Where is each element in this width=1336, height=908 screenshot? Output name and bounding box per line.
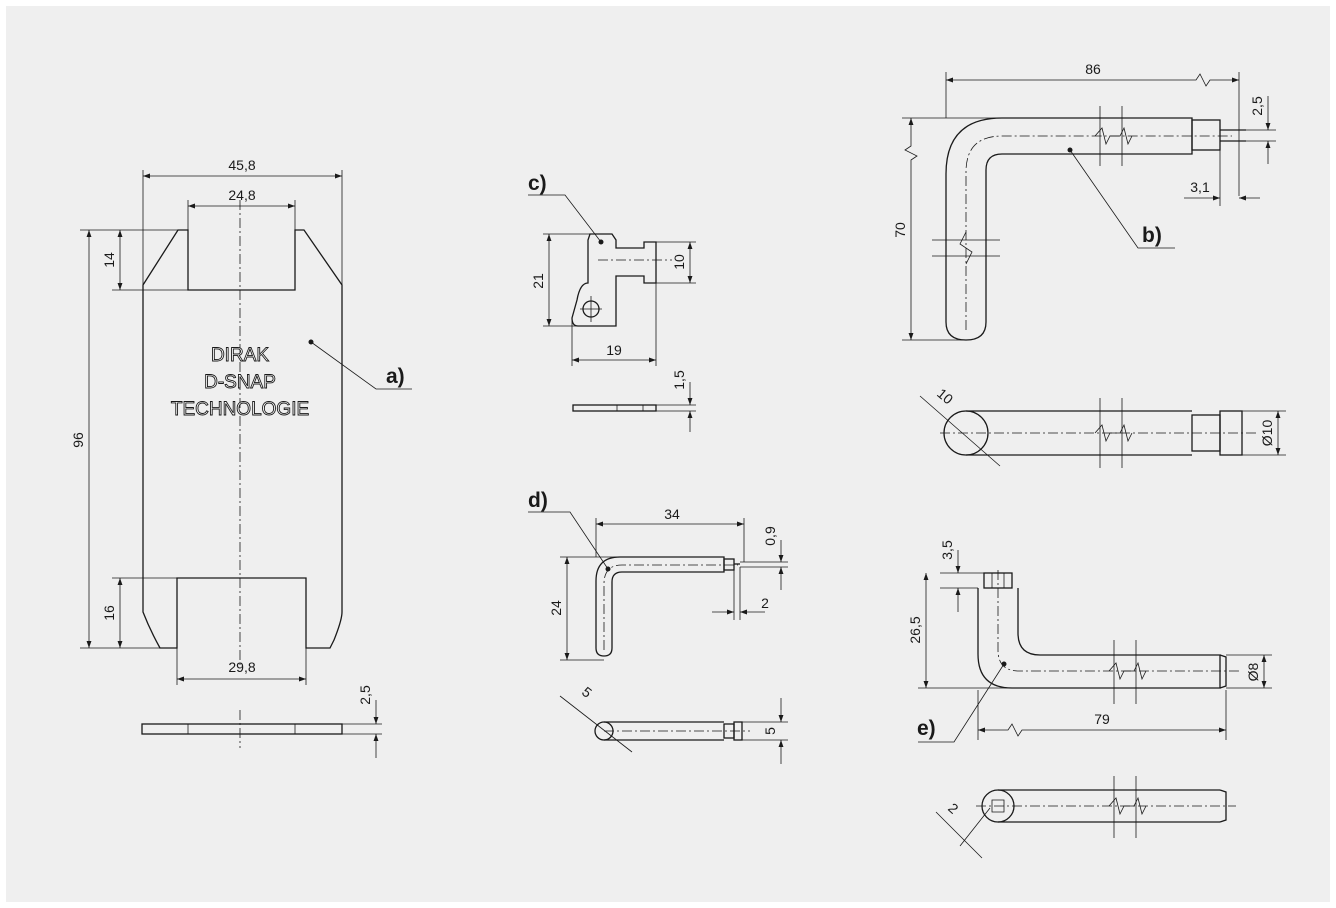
- dim-a-bottom-depth: 16: [101, 605, 117, 621]
- label-e: e): [917, 717, 936, 740]
- part-a-outline: [142, 229, 343, 649]
- dim-d-height: 24: [548, 600, 564, 616]
- dim-a-top-depth: 14: [101, 252, 117, 268]
- dim-c-height: 21: [530, 273, 546, 289]
- dim-a-thickness: 2,5: [357, 685, 373, 705]
- dim-d-pin: 0,9: [762, 526, 778, 546]
- part-d-outline: [595, 556, 725, 657]
- dim-d-end: 5: [762, 727, 778, 735]
- engraving-line-3: TECHNOLOGIE: [171, 399, 309, 420]
- dim-c-right: 10: [671, 254, 687, 270]
- part-a: DIRAK D-SNAP TECHNOLOGIE a) 45,8 24,8 96…: [70, 157, 412, 758]
- engraving-line-2: D-SNAP: [204, 372, 276, 393]
- part-c: c) 21 10 19 1,5: [528, 172, 696, 432]
- dim-a-height: 96: [70, 432, 86, 448]
- dim-a-bottom-slot: 29,8: [228, 659, 255, 675]
- label-c: c): [528, 172, 547, 195]
- dim-c-thickness: 1,5: [671, 370, 687, 390]
- part-b: b) 86 70 2,5 3,1 10 Ø10: [892, 61, 1286, 468]
- dim-d-width: 34: [664, 506, 680, 522]
- drawing-sheet: [6, 6, 1330, 902]
- dim-b-tip: 3,1: [1190, 179, 1210, 195]
- dim-d-tip: 2: [761, 595, 769, 611]
- dim-d-diameter: 5: [579, 683, 595, 701]
- label-b: b): [1142, 224, 1162, 247]
- dim-e-height: 26,5: [907, 616, 923, 643]
- dim-a-top-slot: 24,8: [228, 187, 255, 203]
- part-d: d) 34 24 0,9 2 5: [528, 489, 788, 764]
- part-a-side-view: [141, 723, 343, 735]
- label-d: d): [528, 489, 548, 512]
- part-c-side-view: [572, 404, 657, 412]
- dim-e-diameter: 2: [945, 800, 962, 817]
- dim-e-width: 79: [1094, 711, 1110, 727]
- part-e-outline: [977, 588, 1221, 689]
- part-e: e) 3,5 26,5 Ø8 79 2: [907, 540, 1272, 859]
- dim-b-diameter: 10: [934, 385, 956, 407]
- engraving-line-1: DIRAK: [211, 345, 269, 366]
- dim-a-width: 45,8: [228, 157, 255, 173]
- dim-c-width: 19: [606, 342, 622, 358]
- label-a: a): [386, 365, 405, 388]
- dim-b-pin: 2,5: [1249, 96, 1265, 116]
- part-c-outline: [571, 233, 657, 327]
- dim-e-end: Ø8: [1245, 662, 1261, 681]
- dim-b-width: 86: [1085, 61, 1101, 77]
- dim-b-height: 70: [892, 222, 908, 238]
- dim-b-end: Ø10: [1259, 420, 1275, 447]
- dim-e-top: 3,5: [939, 540, 955, 560]
